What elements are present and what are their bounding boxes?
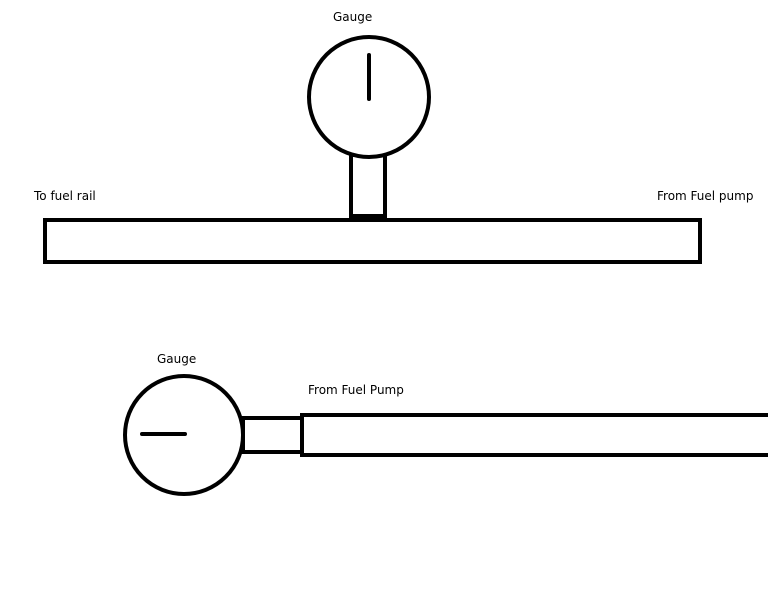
top-gauge-stem: [349, 153, 387, 220]
bottom-assembly: [123, 374, 768, 496]
bottom-gauge-stem: [241, 416, 304, 454]
from-fuel-pump-label-top: From Fuel pump: [657, 189, 754, 203]
from-fuel-pump-label-bottom: From Fuel Pump: [308, 383, 404, 397]
top-assembly: [43, 35, 702, 264]
to-fuel-rail-label: To fuel rail: [34, 189, 96, 203]
top-gauge-label: Gauge: [333, 10, 373, 24]
bottom-gauge-label: Gauge: [157, 352, 197, 366]
bottom-fuel-pipe: [300, 413, 768, 457]
top-fuel-pipe: [43, 218, 702, 264]
